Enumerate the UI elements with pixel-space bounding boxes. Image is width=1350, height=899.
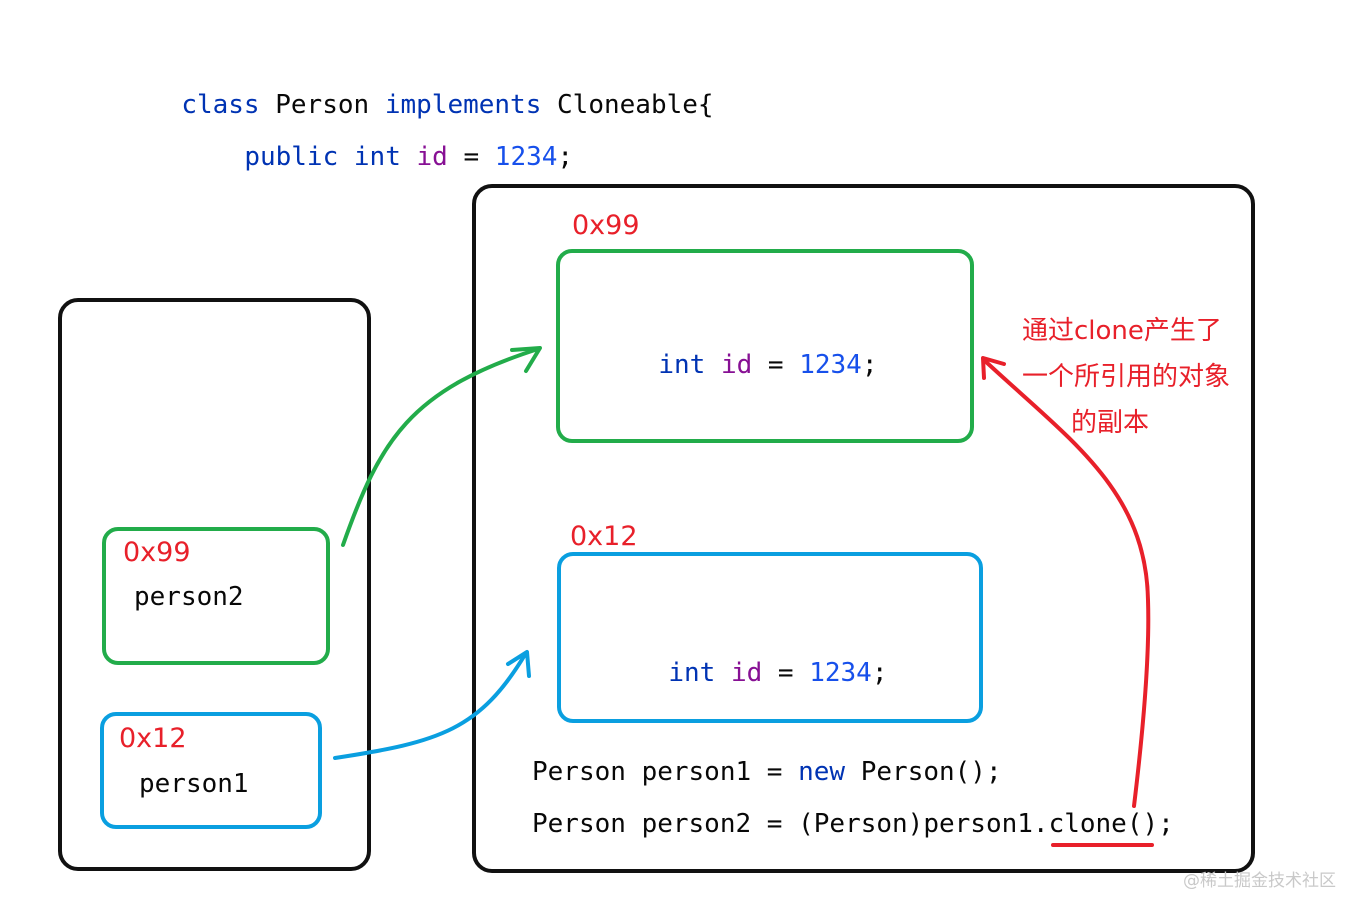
field-name: id — [416, 142, 448, 172]
original-object-field: int id = 1234; — [637, 634, 888, 688]
clone-object — [556, 249, 974, 443]
annotation-line-1: 通过clone产生了 — [1022, 316, 1222, 346]
watermark: @稀土掘金技术社区 — [1183, 871, 1336, 891]
code-line-clone-suffix: (); — [1126, 809, 1174, 839]
person1-address: 0x12 — [119, 723, 187, 754]
class-declaration: class Person implements Cloneable{ — [150, 66, 714, 120]
semicolon: ; — [557, 142, 574, 172]
clone-equals: = — [767, 350, 784, 380]
equals-sign: = — [463, 142, 480, 172]
stack-var-person2 — [102, 527, 330, 665]
original-object — [557, 552, 983, 723]
code-line-clone: Person person2 = (Person)person1.clone()… — [532, 811, 1174, 837]
green-arrowhead-icon — [510, 346, 542, 373]
blue-arrow — [333, 651, 528, 760]
red-arrow — [982, 358, 1151, 808]
orig-field-value: 1234 — [809, 658, 872, 688]
keyword-class: class — [181, 90, 260, 120]
orig-keyword-int: int — [668, 658, 716, 688]
orig-field-name: id — [730, 658, 763, 688]
annotation-line-2: 一个所引用的对象 — [1022, 362, 1231, 392]
code-line-clone-prefix: Person person2 = (Person)person1. — [532, 809, 1049, 839]
clone-semicolon: ; — [861, 350, 878, 380]
interface-name: Cloneable{ — [557, 90, 714, 120]
field-value: 1234 — [494, 142, 558, 172]
class-name: Person — [275, 90, 370, 120]
red-arrowhead-icon — [981, 356, 1006, 380]
person2-label: person2 — [134, 582, 244, 612]
orig-semicolon: ; — [871, 658, 888, 688]
keyword-new: new — [798, 757, 846, 787]
keyword-public: public — [244, 142, 339, 172]
stack-var-person1 — [100, 712, 322, 829]
stack-frame — [58, 298, 371, 871]
field-declaration: public int id = 1234; — [213, 118, 573, 170]
person1-label: person1 — [139, 769, 249, 799]
code-line-new: Person person1 = new Person(); — [532, 759, 1002, 785]
person2-address: 0x99 — [123, 537, 191, 568]
keyword-implements: implements — [384, 90, 542, 120]
code-line-new-prefix: Person person1 = — [532, 757, 799, 787]
annotation-line-3: 的副本 — [1071, 408, 1150, 438]
code-line-new-suffix: Person(); — [845, 757, 1002, 787]
keyword-int: int — [353, 142, 401, 172]
clone-field-value: 1234 — [799, 350, 862, 380]
clone-object-address: 0x99 — [572, 210, 640, 241]
clone-object-field: int id = 1234; — [627, 326, 878, 380]
heap-frame — [472, 184, 1255, 873]
clone-keyword-int: int — [658, 350, 706, 380]
original-object-address: 0x12 — [570, 521, 638, 552]
clone-call: clone — [1048, 809, 1127, 839]
orig-equals: = — [777, 658, 794, 688]
green-arrow — [341, 347, 540, 547]
clone-field-name: id — [720, 350, 753, 380]
blue-arrowhead-icon — [506, 650, 531, 678]
